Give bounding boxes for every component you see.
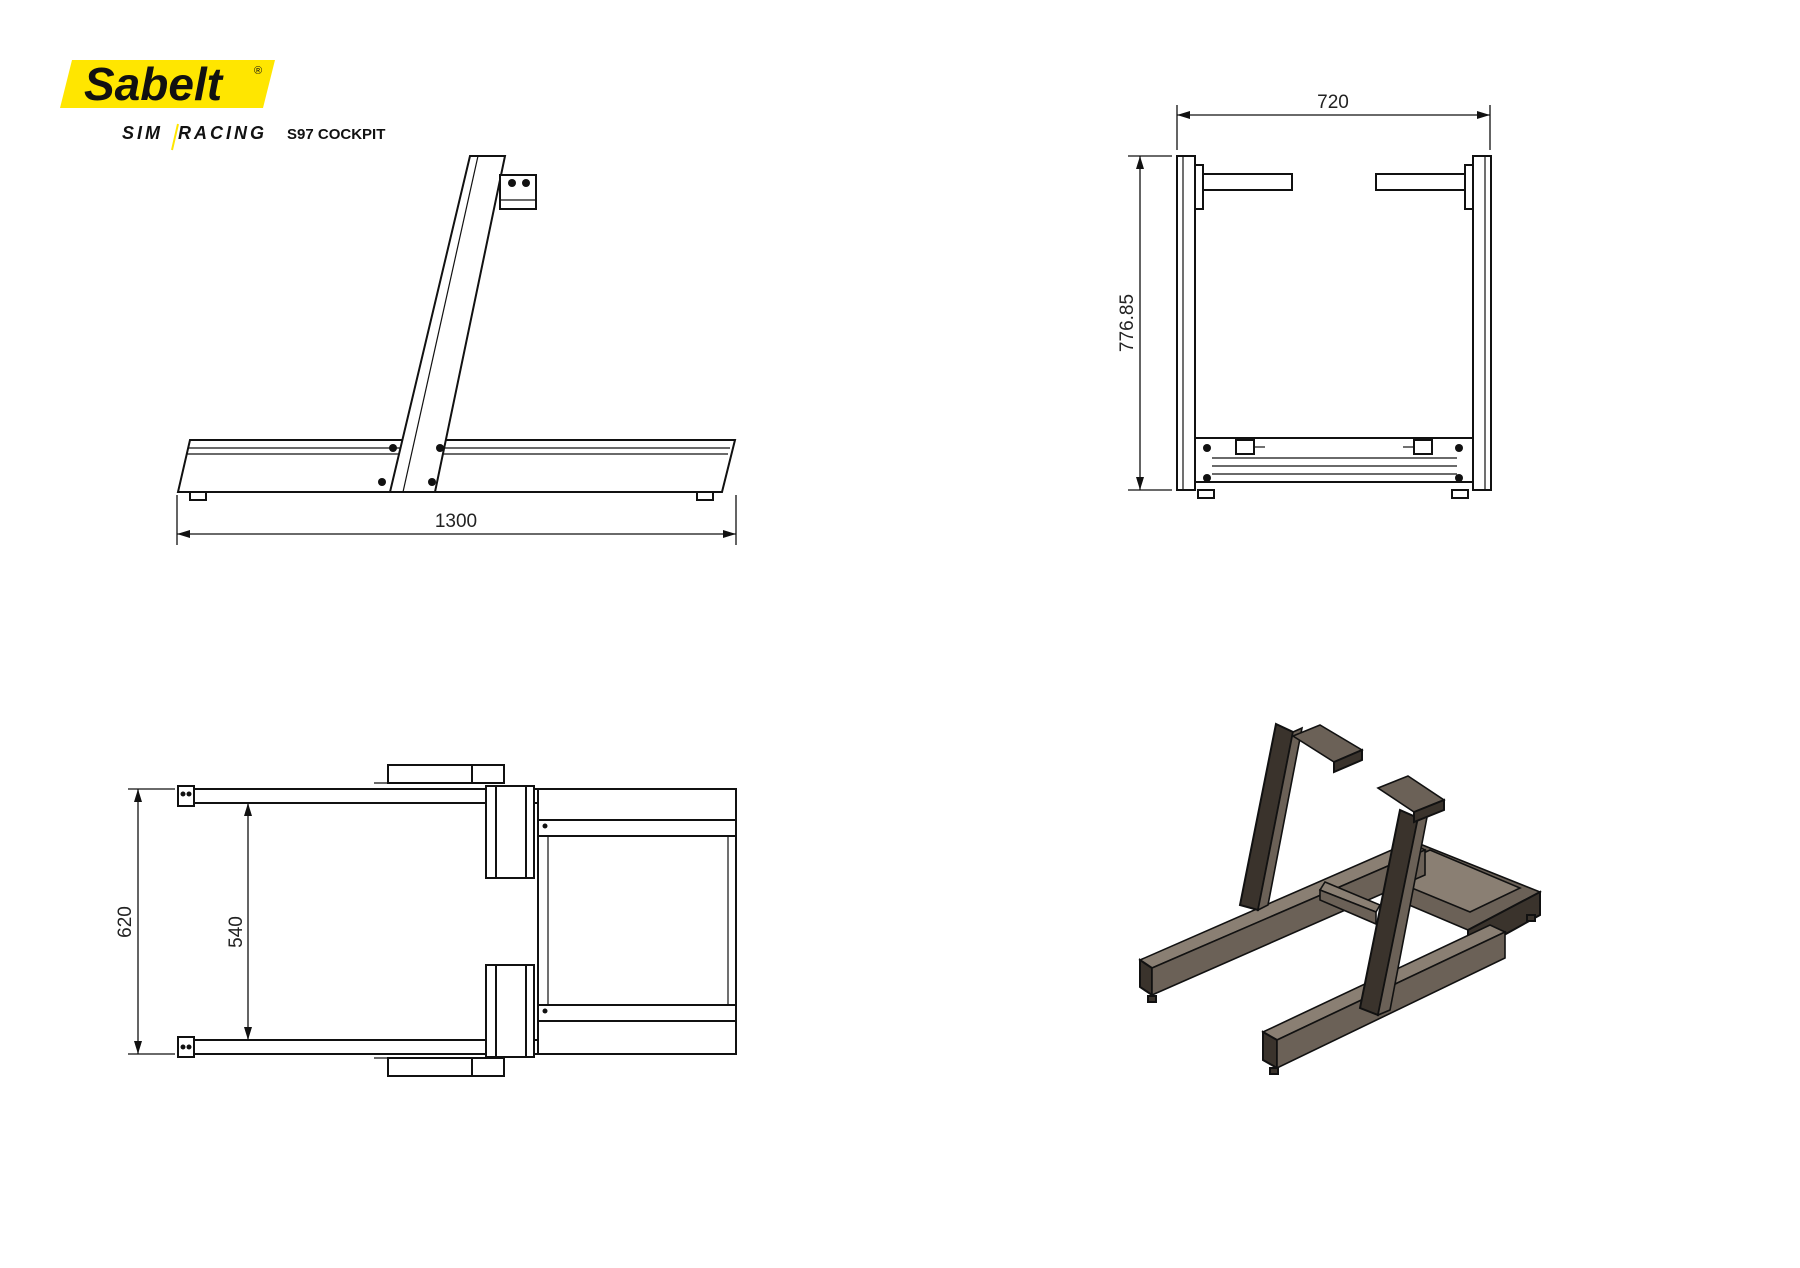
logo-yellow-band <box>60 60 275 108</box>
front-height-label: 776.85 <box>1117 294 1138 352</box>
top-outer-width-label: 620 <box>115 906 136 938</box>
front-arm-left <box>1194 173 1293 191</box>
side-upright <box>388 155 507 493</box>
logo-tagline-divider <box>171 123 179 151</box>
front-post-left <box>1176 155 1196 491</box>
side-top-bracket <box>499 174 537 210</box>
front-post-right <box>1472 155 1492 491</box>
top-inner-width-label: 540 <box>226 916 247 948</box>
logo-tagline-sim: SIM <box>122 123 163 143</box>
isometric-view <box>1138 722 1542 1075</box>
front-arm-right <box>1375 173 1474 191</box>
product-title: S97 COCKPIT <box>287 126 385 143</box>
sabelt-logo: Sabelt ® SIM RACING S97 COCKPIT <box>60 58 385 151</box>
side-length-label: 1300 <box>435 511 477 532</box>
top-view: 620 540 <box>115 764 737 1077</box>
front-width-label: 720 <box>1317 92 1349 113</box>
side-foot-right <box>696 491 714 501</box>
logo-registered-mark: ® <box>254 65 262 77</box>
logo-tagline-racing: RACING <box>178 123 267 143</box>
side-view: 1300 <box>176 155 737 545</box>
front-view: 720 776.85 <box>1117 92 1492 499</box>
logo-wordmark: Sabelt <box>84 58 224 110</box>
side-foot-left <box>189 491 207 501</box>
